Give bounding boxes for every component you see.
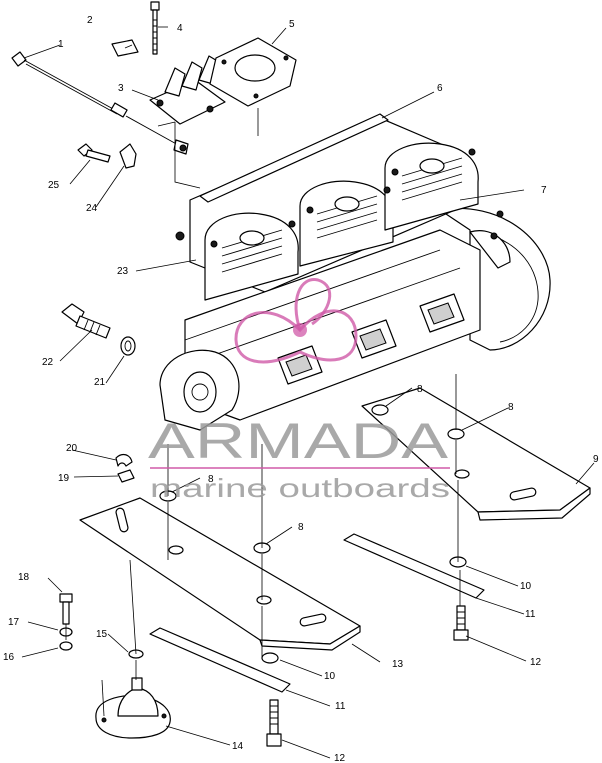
callout-5: 5 [289,19,295,30]
callout-15: 15 [96,629,108,640]
watermark: ARMADA marine outboards [148,278,450,503]
engine-block [159,113,551,431]
bolt-part-22 [61,303,111,339]
clip-part-19 [117,469,135,483]
callout-22: 22 [42,357,54,368]
bolt-12-a [453,605,469,641]
watermark-logo-icon [234,278,358,364]
callout-8-c: 8 [208,474,214,485]
callout-4: 4 [177,23,183,34]
washer-part-21 [120,336,136,356]
washer-8-a [447,428,465,440]
bolt-part-top [150,1,160,55]
callout-19: 19 [58,473,70,484]
callout-11-a: 11 [525,609,536,620]
callout-25: 25 [48,180,60,191]
mount-bracket-13 [79,497,361,651]
bracket-part [149,55,226,125]
bolt-part-25 [77,143,111,163]
callout-20: 20 [66,443,78,454]
callout-24: 24 [86,203,98,214]
washer-16 [59,641,73,651]
washer-8-d [371,404,389,416]
callout-8-a: 8 [417,384,423,395]
strip-11-b [149,627,291,693]
gasket-part-5 [209,37,297,107]
callout-8-b: 8 [508,402,514,413]
clip-part-24 [119,143,137,169]
callout-8-d: 8 [298,522,304,533]
callout-23: 23 [117,266,129,277]
callout-18: 18 [18,572,30,583]
callout-2: 2 [87,15,93,26]
callout-13: 13 [392,659,404,670]
bolt-18 [59,593,73,625]
watermark-tagline: marine outboards [150,473,450,503]
strip-11-a [343,533,485,599]
callout-10-a: 10 [520,581,532,592]
callout-21: 21 [94,377,106,388]
callout-1: 1 [58,39,64,50]
callout-labels: 1 2 3 4 5 6 7 8 8 8 8 9 10 10 11 11 12 1… [3,15,599,763]
callout-16: 16 [3,652,15,663]
clip-part-20 [115,453,133,467]
callout-10-b: 10 [324,671,336,682]
callout-6: 6 [437,83,443,94]
leader-lines [21,26,595,759]
callout-17: 17 [8,617,20,628]
callout-14: 14 [232,741,244,752]
cable-part [11,51,189,155]
mount-bracket-9 [361,387,591,521]
callout-11-b: 11 [335,701,346,712]
callout-12-b: 12 [334,753,346,763]
callout-9: 9 [593,454,599,465]
callout-7: 7 [541,185,547,196]
watermark-brand: ARMADA [148,413,449,469]
bolt-12-b [266,699,282,747]
callout-3: 3 [118,83,124,94]
callout-12-a: 12 [530,657,542,668]
engine-mount-14 [95,677,171,739]
washer-10-b [261,652,279,664]
